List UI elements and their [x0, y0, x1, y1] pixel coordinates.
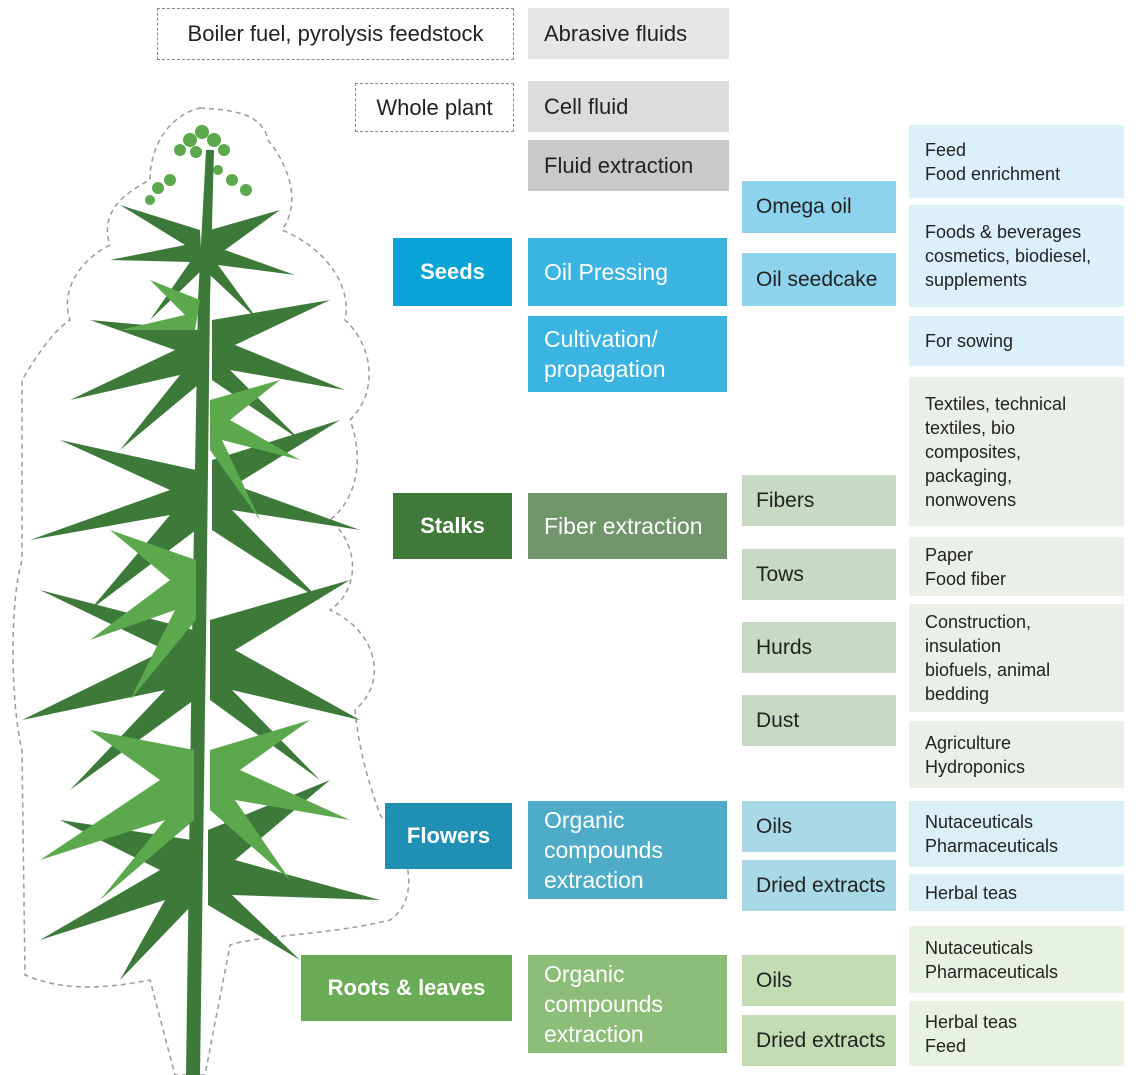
roots-dried-extracts-label: Dried extracts — [756, 1028, 886, 1052]
boiler-fuel-label: Boiler fuel, pyrolysis feedstock — [187, 21, 484, 46]
flowers-dried-extracts-label: Dried extracts — [756, 873, 886, 897]
seeds-use-sowing: For sowing — [909, 316, 1124, 366]
fiber-extraction-box: Fiber extraction — [528, 493, 727, 559]
roots-use-pharma: Nutaceuticals Pharmaceuticals — [909, 926, 1124, 993]
plant-dashed-outline — [12, 107, 410, 1075]
stalks-use-construction: Construction, insulation biofuels, anima… — [909, 604, 1124, 712]
roots-dried-extracts-box: Dried extracts — [742, 1015, 896, 1066]
seeds-label: Seeds — [420, 259, 485, 284]
seeds-use-feed-label: Feed Food enrichment — [925, 139, 1061, 184]
fibers-label: Fibers — [756, 488, 815, 512]
dust-label: Dust — [756, 708, 800, 732]
whole-plant-label: Whole plant — [376, 94, 493, 120]
boiler-fuel-box: Boiler fuel, pyrolysis feedstock — [157, 8, 514, 60]
roots-extraction-label: Organic compounds extraction — [544, 961, 663, 1047]
seeds-use-foods: Foods & beverages cosmetics, biodiesel, … — [909, 205, 1124, 307]
flowers-oils-label: Oils — [756, 814, 793, 838]
flowers-label: Flowers — [406, 823, 491, 848]
flowers-oils-box: Oils — [742, 801, 896, 852]
omega-oil-box: Omega oil — [742, 181, 896, 233]
seeds-use-foods-label: Foods & beverages cosmetics, biodiesel, … — [925, 222, 1092, 290]
roots-use-teas-label: Herbal teas Feed — [925, 1011, 1018, 1056]
stalks-category: Stalks — [393, 493, 512, 559]
flowers-extraction-box: Organic compounds extraction — [528, 801, 727, 899]
oil-pressing-box: Oil Pressing — [528, 238, 727, 306]
fluid-extraction-label: Fluid extraction — [544, 152, 694, 178]
omega-oil-label: Omega oil — [756, 195, 852, 218]
abrasive-fluids-box: Abrasive fluids — [528, 8, 729, 59]
seeds-use-feed: Feed Food enrichment — [909, 125, 1124, 198]
roots-use-teas: Herbal teas Feed — [909, 1001, 1124, 1066]
stalks-use-agriculture-label: Agriculture Hydroponics — [925, 732, 1026, 777]
tows-box: Tows — [742, 549, 896, 600]
plant-body — [22, 125, 380, 1075]
seeds-category: Seeds — [393, 238, 512, 306]
stalks-use-construction-label: Construction, insulation biofuels, anima… — [925, 612, 1051, 704]
flowers-use-pharma-label: Nutaceuticals Pharmaceuticals — [925, 812, 1059, 856]
dust-box: Dust — [742, 695, 896, 746]
flowers-use-teas: Herbal teas — [909, 874, 1124, 911]
stalks-use-textiles-label: Textiles, technical textiles, bio compos… — [925, 393, 1067, 510]
stalks-use-paper-label: Paper Food fiber — [925, 544, 1007, 589]
seeds-use-sowing-label: For sowing — [925, 331, 1014, 351]
flowers-extraction-label: Organic compounds extraction — [544, 807, 663, 893]
roots-extraction-box: Organic compounds extraction — [528, 955, 727, 1053]
fibers-box: Fibers — [742, 475, 896, 526]
stalks-label: Stalks — [420, 513, 485, 538]
fiber-extraction-label: Fiber extraction — [544, 513, 703, 539]
roots-leaves-label: Roots & leaves — [327, 975, 486, 1000]
roots-use-pharma-label: Nutaceuticals Pharmaceuticals — [925, 937, 1059, 982]
cultivation-box: Cultivation/ propagation — [528, 316, 727, 392]
roots-leaves-category: Roots & leaves — [301, 955, 512, 1021]
hurds-box: Hurds — [742, 622, 896, 673]
hurds-label: Hurds — [756, 635, 813, 659]
flowers-dried-extracts-box: Dried extracts — [742, 860, 896, 911]
cultivation-label: Cultivation/ propagation — [544, 326, 666, 382]
oil-seedcake-box: Oil seedcake — [742, 253, 896, 306]
oil-seedcake-label: Oil seedcake — [756, 267, 878, 291]
abrasive-fluids-label: Abrasive fluids — [544, 20, 688, 46]
oil-pressing-label: Oil Pressing — [544, 259, 668, 285]
stalks-use-agriculture: Agriculture Hydroponics — [909, 721, 1124, 788]
roots-oils-box: Oils — [742, 955, 896, 1006]
fluid-extraction-box: Fluid extraction — [528, 140, 729, 191]
cell-fluid-label: Cell fluid — [544, 93, 629, 119]
cell-fluid-box: Cell fluid — [528, 81, 729, 132]
stalks-use-paper: Paper Food fiber — [909, 537, 1124, 596]
whole-plant-box: Whole plant — [355, 83, 514, 132]
flowers-use-pharma: Nutaceuticals Pharmaceuticals — [909, 801, 1124, 867]
stalks-use-textiles: Textiles, technical textiles, bio compos… — [909, 377, 1124, 526]
tows-label: Tows — [756, 562, 804, 586]
flowers-category: Flowers — [385, 803, 512, 869]
roots-oils-label: Oils — [756, 968, 793, 992]
flowers-use-teas-label: Herbal teas — [925, 882, 1018, 903]
